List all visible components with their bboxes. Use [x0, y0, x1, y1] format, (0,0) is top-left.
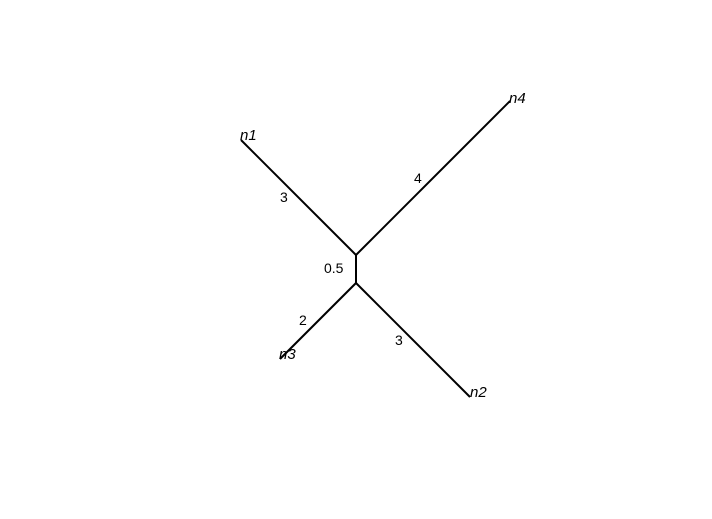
tip-label-n1: n1 [240, 127, 257, 144]
tip-label-n3: n3 [279, 346, 296, 363]
branch-length-b-n3: 2 [299, 312, 307, 328]
branch-length-b-n2: 3 [395, 332, 403, 348]
edge-b-n3 [279, 282, 357, 360]
edge-a-n1 [240, 139, 357, 256]
edge-b-n2 [355, 282, 471, 398]
tip-label-n2: n2 [470, 384, 487, 401]
branch-length-a-n1: 3 [280, 189, 288, 205]
branch-length-a-n4: 4 [414, 170, 422, 186]
branch-length-a-b: 0.5 [324, 260, 344, 276]
edge-a-n4 [355, 100, 511, 256]
tip-label-n4: n4 [509, 90, 526, 107]
